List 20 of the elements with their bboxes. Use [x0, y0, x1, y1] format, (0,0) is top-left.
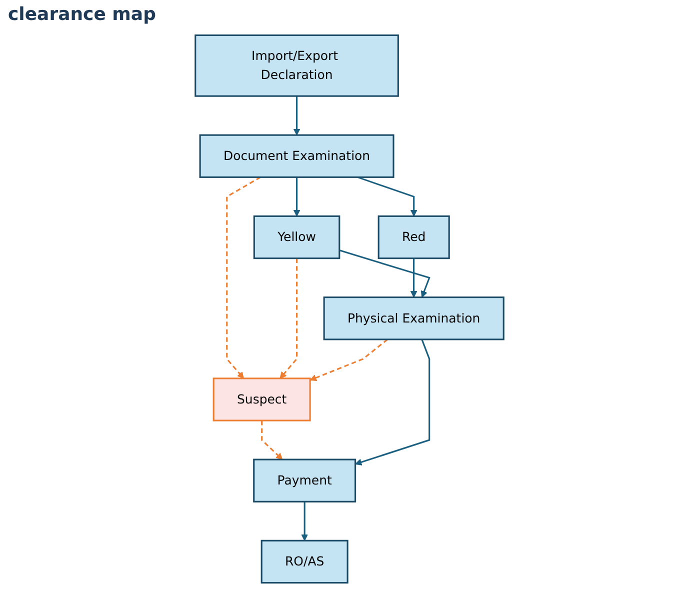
process-box: Payment — [253, 458, 356, 502]
process-box: Import/Export Declaration — [194, 34, 399, 97]
process-box: Document Examination — [199, 134, 394, 178]
process-box: RO/AS — [260, 540, 348, 584]
arrow — [301, 502, 308, 541]
arrow — [261, 420, 283, 460]
arrow — [310, 338, 388, 382]
arrow — [357, 176, 418, 216]
arrow — [339, 250, 430, 298]
process-box: Yellow — [253, 215, 340, 260]
alert-box: Suspect — [212, 378, 311, 422]
arrow — [410, 258, 418, 298]
arrow — [293, 177, 300, 216]
process-box: Red — [378, 215, 450, 260]
arrow — [226, 176, 261, 379]
process-box: Physical Examination — [323, 296, 504, 340]
arrow — [293, 96, 300, 136]
arrow — [354, 339, 430, 466]
arrow — [280, 258, 298, 379]
diagram-title: clearance map — [7, 3, 157, 27]
